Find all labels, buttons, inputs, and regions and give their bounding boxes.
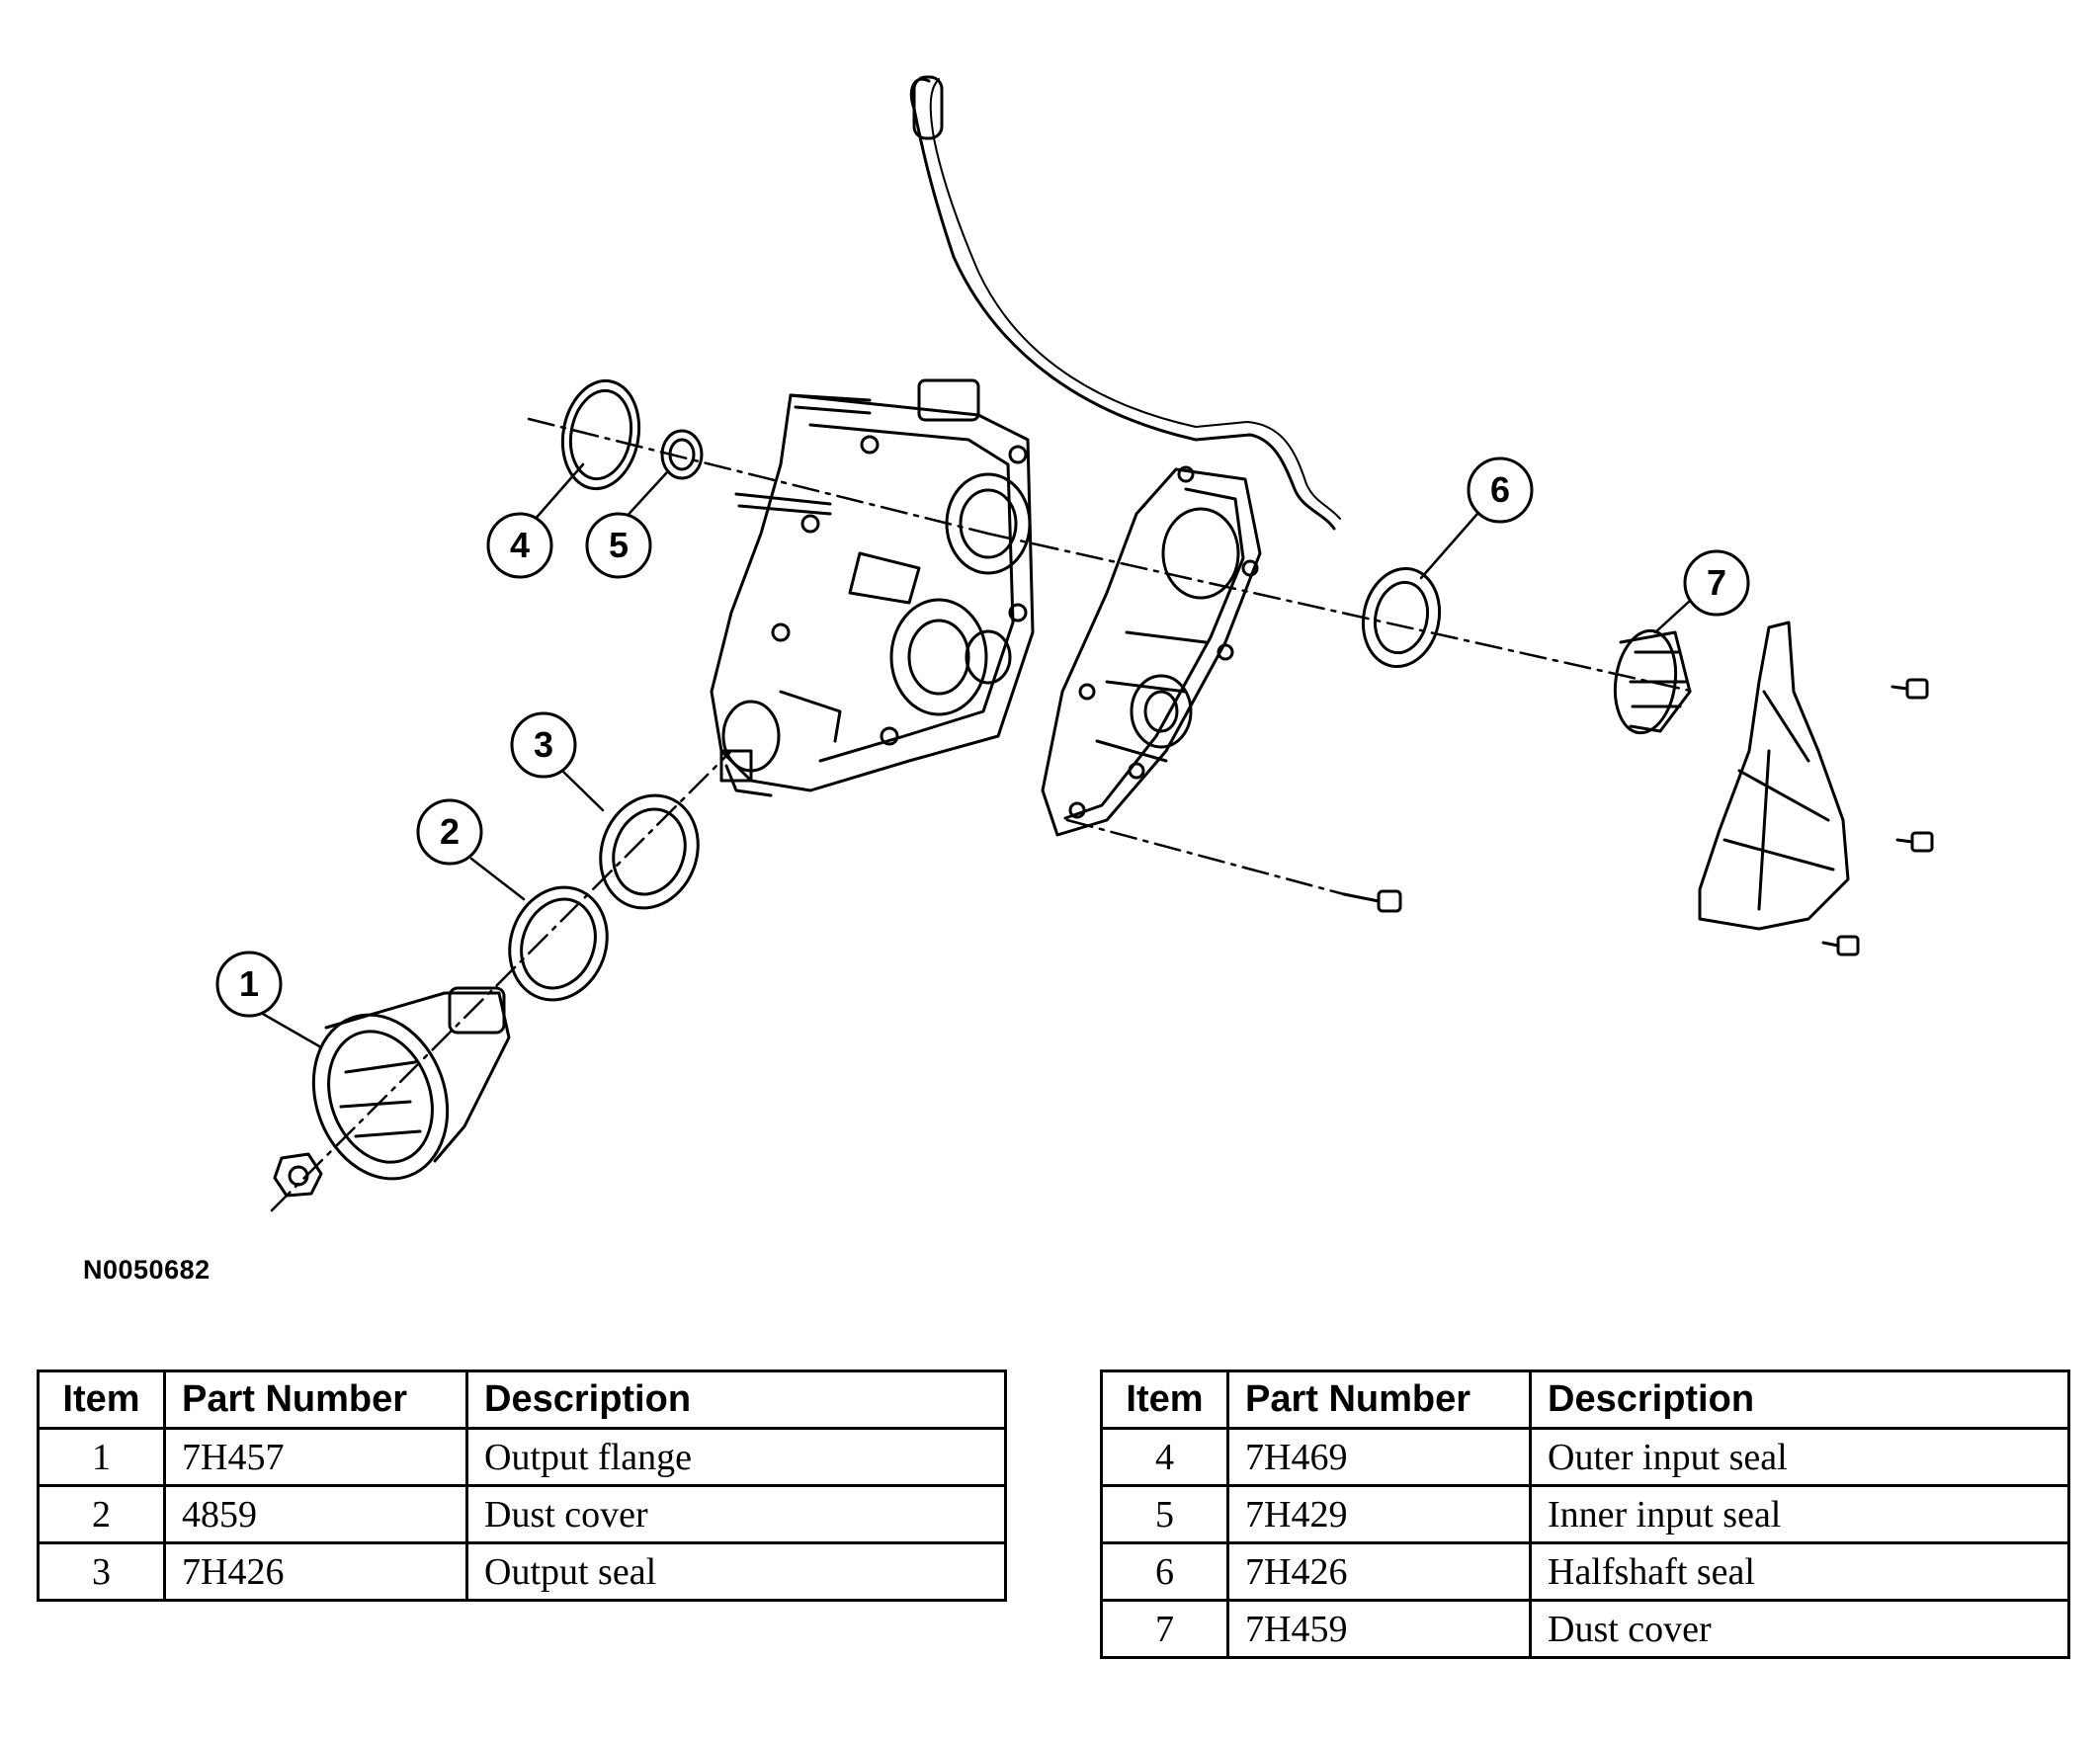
table-row: 1 7H457 Output flange — [37, 1427, 1007, 1487]
breather-tube — [909, 77, 1336, 531]
parts-table-right: Item Part Number Description 4 7H469 Out… — [1100, 1370, 2070, 1659]
callout-5-label: 5 — [609, 525, 629, 565]
output-flange — [311, 986, 511, 1181]
header-part-number: Part Number — [1226, 1370, 1532, 1430]
cell-description: Halfshaft seal — [1529, 1541, 2070, 1602]
table-header-row: Item Part Number Description — [1100, 1370, 2070, 1430]
callout-7-label: 7 — [1707, 562, 1726, 603]
cell-item: 6 — [1100, 1541, 1229, 1602]
cell-part-number: 7H457 — [163, 1427, 468, 1487]
figure-id: N0050682 — [83, 1255, 210, 1285]
parts-table-left: Item Part Number Description 1 7H457 Out… — [37, 1370, 1007, 1602]
header-description: Description — [1529, 1370, 2070, 1430]
cell-description: Output flange — [465, 1427, 1007, 1487]
cover-plate — [1041, 465, 1262, 837]
callout-3: 3 — [510, 711, 577, 779]
outer-input-seal — [560, 378, 641, 491]
callout-6: 6 — [1467, 456, 1534, 524]
cell-part-number: 7H426 — [163, 1541, 468, 1602]
cell-part-number: 7H426 — [1226, 1541, 1532, 1602]
main-case — [710, 378, 1035, 797]
output-seal — [599, 793, 700, 910]
header-part-number: Part Number — [163, 1370, 468, 1430]
cell-part-number: 7H459 — [1226, 1599, 1532, 1659]
inner-input-seal — [660, 429, 704, 480]
table-row: 5 7H429 Inner input seal — [1100, 1484, 2070, 1544]
cell-item: 2 — [37, 1484, 166, 1544]
callout-7: 7 — [1683, 549, 1750, 617]
cell-description: Output seal — [465, 1541, 1007, 1602]
callout-1: 1 — [215, 951, 283, 1018]
dust-cover-left — [508, 885, 609, 1002]
cell-item: 5 — [1100, 1484, 1229, 1544]
cell-part-number: 7H429 — [1226, 1484, 1532, 1544]
callout-2: 2 — [416, 798, 483, 866]
cell-item: 4 — [1100, 1427, 1229, 1487]
flange-nut — [273, 1152, 323, 1198]
assembly-axis-lines — [270, 417, 1697, 1212]
callout-5: 5 — [585, 512, 652, 579]
header-item: Item — [37, 1370, 166, 1430]
callout-1-label: 1 — [239, 963, 259, 1004]
dust-cover-right — [1613, 628, 1692, 735]
leader-lines — [247, 462, 1692, 1049]
table-row: 2 4859 Dust cover — [37, 1484, 1007, 1544]
table-row: 3 7H426 Output seal — [37, 1541, 1007, 1602]
heat-shield — [1698, 621, 1850, 931]
halfshaft-seal — [1361, 566, 1442, 669]
breather-cap — [912, 75, 944, 140]
callout-3-label: 3 — [534, 724, 553, 765]
cell-part-number: 4859 — [163, 1484, 468, 1544]
cell-description: Dust cover — [1529, 1599, 2070, 1659]
callout-6-label: 6 — [1490, 469, 1510, 510]
bolts — [1342, 678, 1934, 956]
cell-part-number: 7H469 — [1226, 1427, 1532, 1487]
cell-item: 1 — [37, 1427, 166, 1487]
callouts: 1 2 3 4 5 6 7 — [215, 456, 1750, 1018]
header-item: Item — [1100, 1370, 1229, 1430]
table-row: 6 7H426 Halfshaft seal — [1100, 1541, 2070, 1602]
table-header-row: Item Part Number Description — [37, 1370, 1007, 1430]
table-row: 7 7H459 Dust cover — [1100, 1599, 2070, 1659]
cell-item: 7 — [1100, 1599, 1229, 1659]
callout-2-label: 2 — [440, 811, 460, 852]
cell-description: Inner input seal — [1529, 1484, 2070, 1544]
callout-4: 4 — [486, 512, 553, 579]
callout-4-label: 4 — [510, 525, 530, 565]
exploded-view-diagram: 1 2 3 4 5 6 7 — [215, 75, 1934, 1212]
cell-description: Outer input seal — [1529, 1427, 2070, 1487]
table-row: 4 7H469 Outer input seal — [1100, 1427, 2070, 1487]
header-description: Description — [465, 1370, 1007, 1430]
cell-description: Dust cover — [465, 1484, 1007, 1544]
cell-item: 3 — [37, 1541, 166, 1602]
